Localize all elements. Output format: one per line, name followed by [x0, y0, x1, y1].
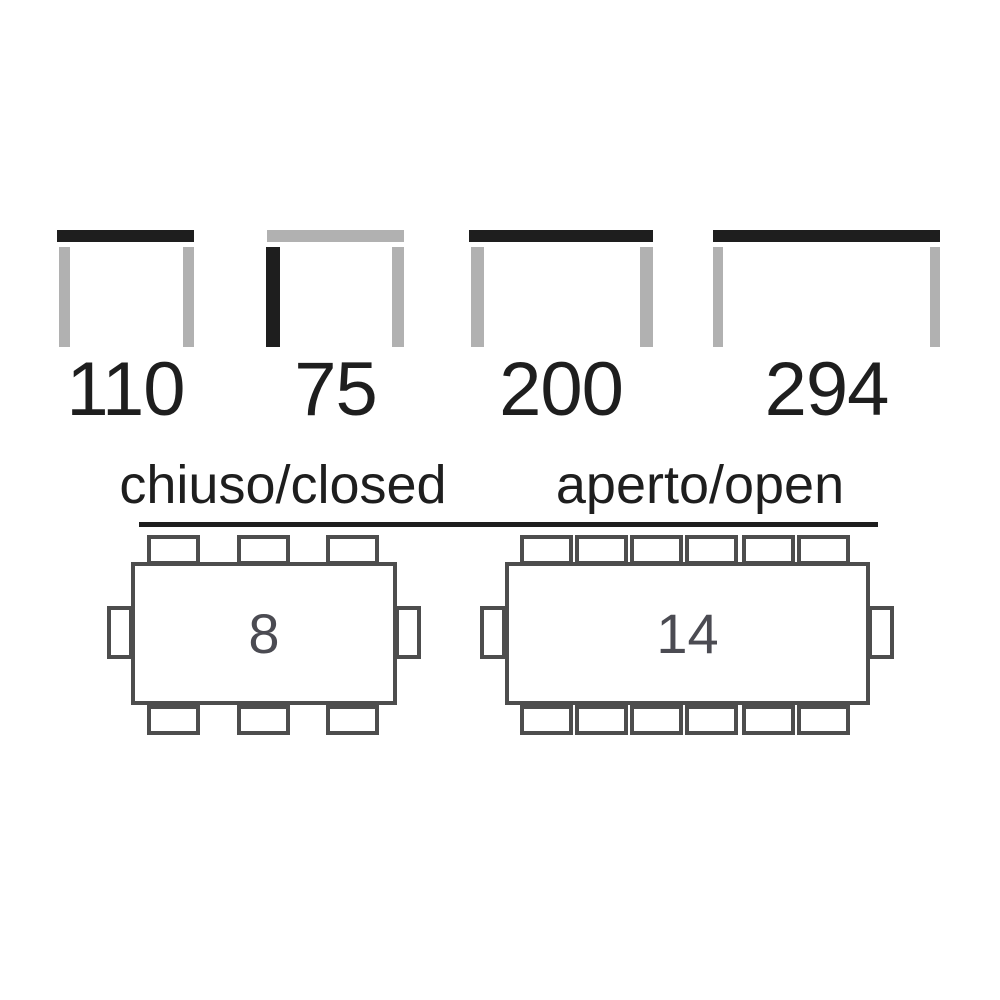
table-leg-right-icon: [640, 247, 653, 347]
chair: [147, 705, 200, 735]
chair: [147, 535, 200, 565]
closed-section-label: chiuso/closed: [119, 455, 447, 515]
side-view-length-200: 200: [469, 230, 653, 428]
chair: [742, 705, 795, 735]
side-view-length-294: 294: [713, 230, 940, 428]
chair: [630, 535, 683, 565]
table-leg-right-icon: [930, 247, 940, 347]
open-seat-count: 14: [656, 601, 719, 665]
chair: [107, 606, 133, 659]
tabletop-bar-icon: [57, 230, 194, 242]
tabletop-bar-icon: [469, 230, 653, 242]
chair: [685, 535, 738, 565]
closed-tabletop: 8: [131, 562, 397, 705]
dimension-label: 294: [764, 347, 890, 432]
dimension-label: 75: [294, 347, 378, 432]
section-underline: [139, 522, 878, 527]
chair: [742, 535, 795, 565]
chair: [395, 606, 421, 659]
chair: [575, 705, 628, 735]
side-view-width-110: 110: [57, 230, 194, 428]
table-leg-left-icon: [266, 247, 280, 347]
chair: [237, 705, 290, 735]
chair: [520, 705, 573, 735]
chair: [237, 535, 290, 565]
chair: [868, 606, 894, 659]
chair: [797, 705, 850, 735]
table-leg-left-icon: [59, 247, 70, 347]
chair: [326, 705, 379, 735]
open-section-label: aperto/open: [555, 455, 845, 515]
table-leg-right-icon: [392, 247, 404, 347]
dimension-label: 200: [499, 347, 624, 432]
side-view-height-75: 75: [266, 230, 404, 428]
chair: [685, 705, 738, 735]
chair: [480, 606, 506, 659]
table-leg-right-icon: [183, 247, 194, 347]
tabletop-bar-icon: [267, 230, 404, 242]
chair: [797, 535, 850, 565]
chair: [575, 535, 628, 565]
table-leg-left-icon: [471, 247, 484, 347]
closed-seat-count: 8: [248, 601, 280, 665]
chair: [326, 535, 379, 565]
chair: [630, 705, 683, 735]
open-tabletop: 14: [505, 562, 870, 705]
table-leg-left-icon: [713, 247, 723, 347]
tabletop-bar-icon: [713, 230, 940, 242]
dimension-label: 110: [66, 347, 185, 432]
chair: [520, 535, 573, 565]
